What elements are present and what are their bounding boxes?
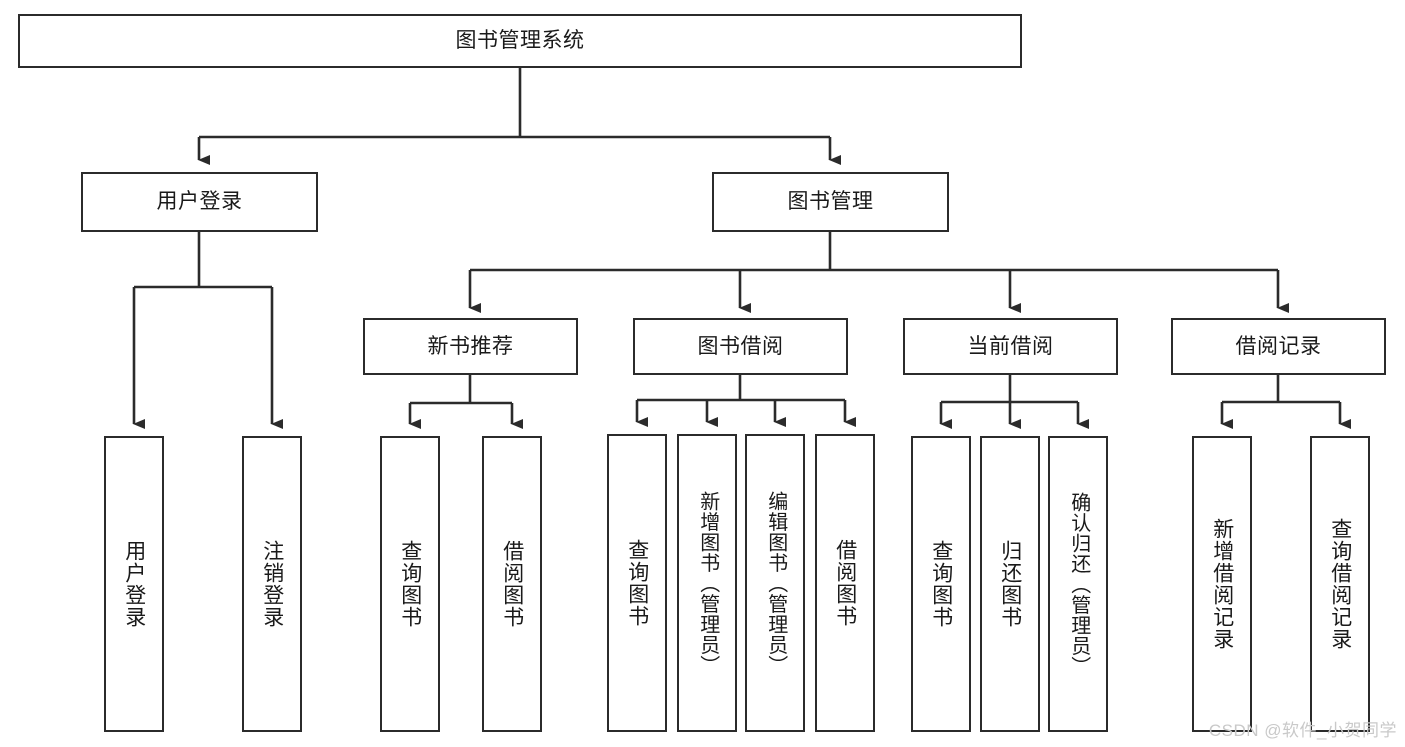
node-book-borrow[interactable]: 图书借阅 (633, 318, 848, 375)
node-book-borrow-label: 图书借阅 (697, 334, 784, 358)
node-book-manage[interactable]: 图书管理 (712, 172, 949, 232)
node-leaf-query-book-1[interactable]: 查询图书 (380, 436, 440, 732)
node-root-label: 图书管理系统 (455, 29, 585, 53)
node-leaf-add-book[interactable]: 新增图书（管理员） (677, 434, 737, 732)
node-leaf-borrow-book-2[interactable]: 借阅图书 (815, 434, 875, 732)
node-new-book-rec[interactable]: 新书推荐 (363, 318, 578, 375)
node-leaf-query-book-2-label: 查询图书 (625, 539, 649, 627)
node-root[interactable]: 图书管理系统 (18, 14, 1022, 68)
node-borrow-record-label: 借阅记录 (1235, 334, 1322, 358)
node-current-borrow-label: 当前借阅 (967, 334, 1054, 358)
node-leaf-return-book-label: 归还图书 (998, 540, 1022, 628)
node-leaf-query-book-1-label: 查询图书 (398, 540, 422, 628)
node-user-login[interactable]: 用户登录 (81, 172, 318, 232)
node-leaf-add-record[interactable]: 新增借阅记录 (1192, 436, 1252, 732)
node-leaf-query-record[interactable]: 查询借阅记录 (1310, 436, 1370, 732)
node-leaf-confirm-return-label: 确认归还（管理员） (1067, 491, 1090, 677)
node-leaf-borrow-book-2-label: 借阅图书 (833, 539, 857, 627)
watermark-text: CSDN @软件_小贺同学 (1208, 721, 1397, 740)
node-leaf-borrow-book-1-label: 借阅图书 (500, 540, 524, 628)
node-leaf-user-logout[interactable]: 注销登录 (242, 436, 302, 732)
node-user-login-label: 用户登录 (156, 190, 243, 214)
node-leaf-add-book-label: 新增图书（管理员） (696, 490, 719, 676)
node-leaf-query-book-3-label: 查询图书 (929, 540, 953, 628)
node-leaf-edit-book-label: 编辑图书（管理员） (764, 490, 787, 676)
node-leaf-query-book-3[interactable]: 查询图书 (911, 436, 971, 732)
node-leaf-borrow-book-1[interactable]: 借阅图书 (482, 436, 542, 732)
node-leaf-edit-book[interactable]: 编辑图书（管理员） (745, 434, 805, 732)
node-leaf-user-login-label: 用户登录 (122, 540, 146, 628)
node-book-manage-label: 图书管理 (787, 190, 874, 214)
node-new-book-rec-label: 新书推荐 (427, 334, 514, 358)
node-leaf-confirm-return[interactable]: 确认归还（管理员） (1048, 436, 1108, 732)
node-leaf-return-book[interactable]: 归还图书 (980, 436, 1040, 732)
node-leaf-user-login[interactable]: 用户登录 (104, 436, 164, 732)
node-leaf-add-record-label: 新增借阅记录 (1210, 518, 1234, 650)
node-current-borrow[interactable]: 当前借阅 (903, 318, 1118, 375)
node-leaf-query-record-label: 查询借阅记录 (1328, 518, 1352, 650)
node-leaf-user-logout-label: 注销登录 (260, 540, 284, 628)
node-borrow-record[interactable]: 借阅记录 (1171, 318, 1386, 375)
node-leaf-query-book-2[interactable]: 查询图书 (607, 434, 667, 732)
